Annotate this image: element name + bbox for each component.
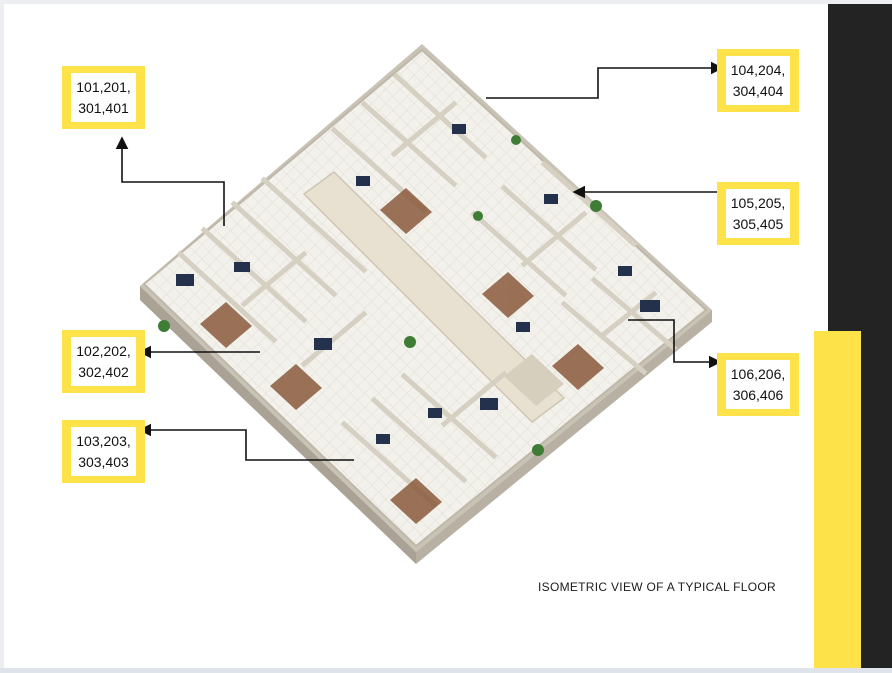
isometric-floor-plan: [115, 44, 724, 564]
wood-rooms: [200, 188, 604, 524]
unit-label-text: 102,202, 302,402: [71, 337, 136, 386]
unit-label-text: 103,203, 303,403: [71, 427, 136, 476]
document-page: 101,201, 301,401 104,204, 304,404 105,20…: [4, 4, 892, 668]
window-bottom-edge: [0, 668, 892, 673]
pointer-lines: [115, 61, 724, 461]
yellow-accent-band: [814, 331, 861, 668]
unit-label-lower-right: 106,206, 306,406: [717, 353, 799, 416]
central-corridor: [302, 171, 566, 423]
unit-label-text: 105,205, 305,405: [726, 189, 790, 238]
unit-label-top-left: 101,201, 301,401: [62, 66, 145, 129]
figure-caption: ISOMETRIC VIEW OF A TYPICAL FLOOR: [538, 580, 776, 594]
plants: [158, 135, 602, 456]
furniture: [176, 124, 660, 444]
unit-label-text: 104,204, 304,404: [726, 56, 790, 105]
unit-label-top-right: 104,204, 304,404: [717, 49, 799, 112]
unit-label-mid-left: 102,202, 302,402: [62, 330, 145, 393]
unit-label-text: 106,206, 306,406: [726, 360, 790, 409]
room-partitions: [176, 72, 678, 508]
unit-label-text: 101,201, 301,401: [71, 73, 136, 122]
unit-label-lower-left: 103,203, 303,403: [62, 420, 145, 483]
unit-label-mid-right: 105,205, 305,405: [717, 182, 799, 245]
